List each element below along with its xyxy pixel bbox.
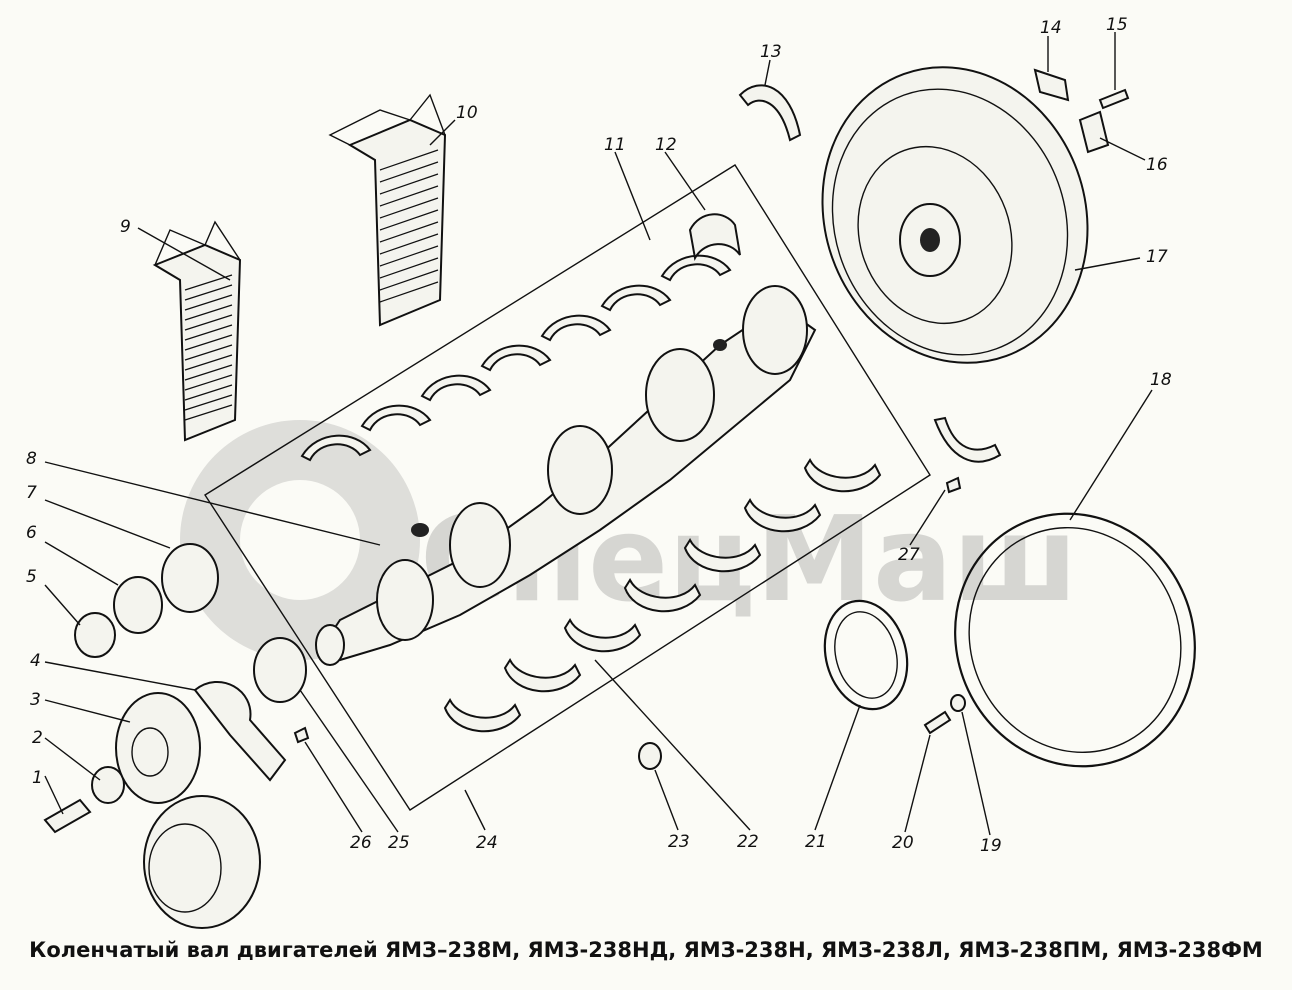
callout-10: 10 — [456, 103, 478, 123]
lower-bearing-shells — [443, 457, 882, 733]
bearing-box-10 — [328, 93, 447, 327]
callout-2: 2 — [32, 728, 43, 748]
callout-7: 7 — [26, 483, 37, 503]
callout-11: 11 — [604, 135, 626, 155]
callout-1: 1 — [32, 768, 43, 788]
callout-9: 9 — [120, 217, 131, 237]
callout-18: 18 — [1150, 370, 1172, 390]
callout-13: 13 — [760, 42, 782, 62]
callout-17: 17 — [1146, 247, 1168, 267]
crankshaft — [315, 285, 817, 666]
plug-23 — [638, 742, 662, 770]
callout-22: 22 — [737, 832, 759, 852]
front-end-parts — [43, 543, 310, 929]
callout-21: 21 — [805, 832, 827, 852]
callout-27: 27 — [898, 545, 920, 565]
diagram-caption: Коленчатый вал двигателей ЯМЗ–238М, ЯМЗ-… — [29, 938, 1263, 962]
callout-12: 12 — [655, 135, 677, 155]
assembly-outline — [204, 164, 931, 811]
callout-labels: 1 2 3 4 5 6 7 8 9 10 11 12 13 14 15 16 1… — [26, 15, 1172, 856]
bearing-box-9 — [152, 220, 242, 442]
callout-26: 26 — [350, 833, 372, 853]
callout-23: 23 — [668, 832, 690, 852]
callout-19: 19 — [980, 836, 1002, 856]
seal-ring — [823, 599, 909, 711]
lock-plate-14 — [1033, 68, 1070, 102]
watermark-gear-icon — [180, 420, 420, 660]
leader-lines — [44, 32, 1153, 836]
callout-25: 25 — [388, 833, 410, 853]
callout-14: 14 — [1040, 18, 1062, 38]
callout-24: 24 — [476, 833, 498, 853]
bolt-20 — [923, 710, 952, 735]
callout-3: 3 — [30, 690, 41, 710]
flywheel — [821, 66, 1089, 364]
ring-gear — [954, 512, 1196, 768]
pin-27 — [945, 476, 962, 494]
bolt-15 — [1098, 88, 1130, 110]
plate-16 — [1078, 110, 1110, 154]
callout-20: 20 — [892, 833, 914, 853]
callout-6: 6 — [26, 523, 37, 543]
washer-19 — [950, 694, 966, 712]
thrust-half-ring-13 — [738, 84, 802, 142]
callout-4: 4 — [30, 651, 41, 671]
upper-bearing-shells — [300, 213, 741, 462]
callout-8: 8 — [26, 449, 37, 469]
callout-5: 5 — [26, 567, 37, 587]
callout-15: 15 — [1106, 15, 1128, 35]
callout-16: 16 — [1146, 155, 1168, 175]
thrust-half-ring — [933, 416, 1002, 463]
